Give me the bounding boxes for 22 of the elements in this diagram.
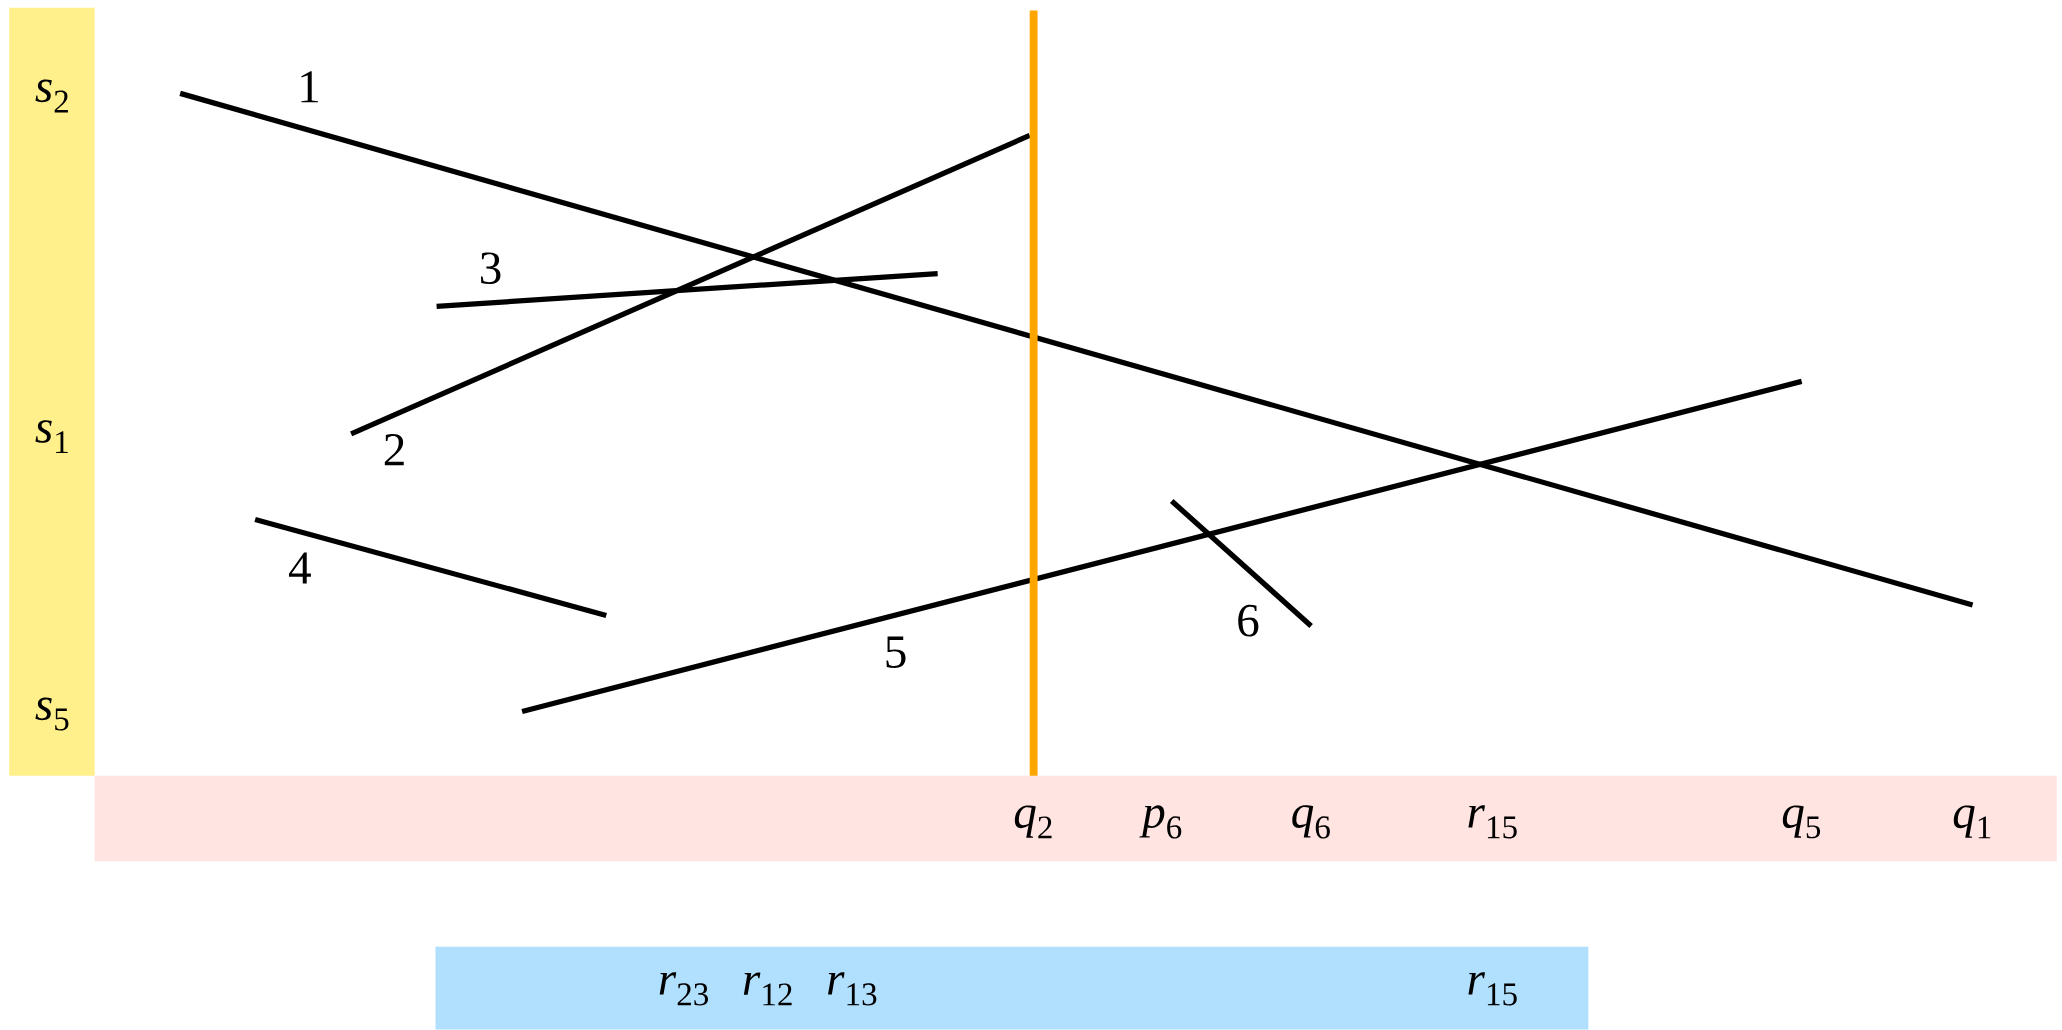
point-label: q$_{5}$ xyxy=(1782,805,1821,839)
point-label: p$_{6}$ xyxy=(1139,805,1182,839)
point-label: r$_{15}$ xyxy=(1468,805,1517,839)
segment-number: 2 xyxy=(384,434,404,466)
point-label: q$_{2}$ xyxy=(1014,805,1052,839)
band xyxy=(94,776,2057,862)
segment-number: 4 xyxy=(289,552,311,584)
point-label: s$_{1}$ xyxy=(35,420,68,454)
point-label: r$_{12}$ xyxy=(743,972,792,1006)
point-label: r$_{13}$ xyxy=(828,972,877,1006)
segment-number: 5 xyxy=(886,636,906,669)
segment-number: 6 xyxy=(1238,605,1259,637)
point-label: r$_{23}$ xyxy=(659,972,708,1006)
segment-number: 3 xyxy=(481,252,501,285)
point-label: r$_{15}$ xyxy=(1468,972,1517,1006)
band xyxy=(435,947,1589,1030)
segment-number: 1 xyxy=(301,71,318,103)
point-label: q$_{6}$ xyxy=(1292,805,1330,839)
band xyxy=(9,8,95,776)
point-label: s$_{2}$ xyxy=(35,79,68,113)
point-label: q$_{1}$ xyxy=(1953,805,1991,839)
point-label: s$_{5}$ xyxy=(35,697,69,731)
